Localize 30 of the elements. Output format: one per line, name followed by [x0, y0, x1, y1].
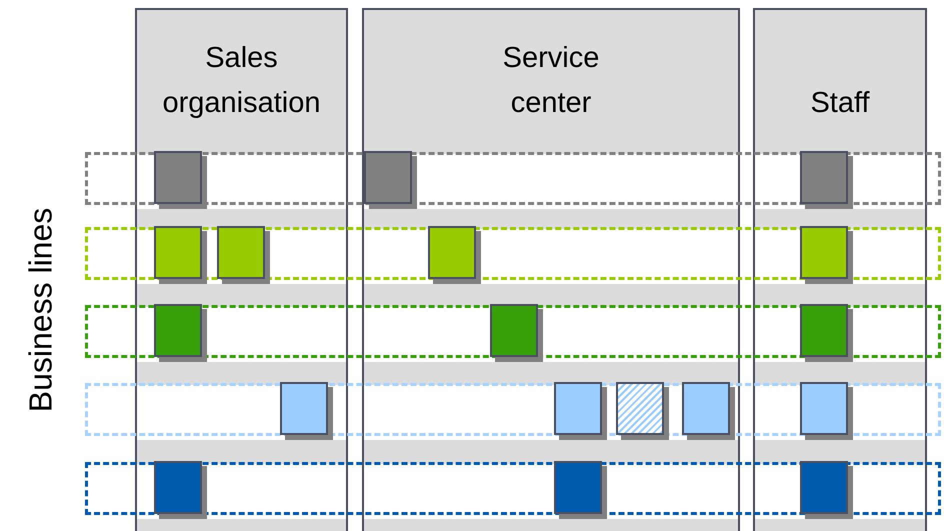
column-panel	[362, 8, 740, 531]
column-heading: Sales organisation	[162, 41, 322, 122]
square-tile	[800, 304, 853, 362]
dashed-band	[85, 462, 941, 515]
square-tile	[800, 226, 853, 284]
square-tile	[217, 226, 270, 284]
square-tile	[154, 226, 207, 284]
square-tile	[428, 226, 481, 284]
dashed-band	[85, 383, 941, 436]
square-tile	[800, 461, 853, 519]
square-tile	[364, 151, 417, 209]
square-tile	[154, 151, 207, 209]
column-panel	[753, 8, 927, 531]
square-tile	[554, 382, 607, 440]
dashed-band	[85, 152, 941, 205]
square-tile	[800, 382, 853, 440]
square-tile	[154, 461, 207, 519]
square-tile	[154, 304, 207, 362]
column-heading: Service center	[502, 41, 600, 122]
dashed-band	[85, 305, 941, 358]
axis-title: Business lines	[21, 208, 59, 412]
square-tile	[682, 382, 735, 440]
square-tile	[800, 151, 853, 209]
column-heading: Staff	[810, 86, 870, 122]
square-tile	[280, 382, 333, 440]
square-tile	[490, 304, 543, 362]
dashed-band	[85, 227, 941, 280]
column-panel	[135, 8, 348, 531]
square-tile	[554, 461, 607, 519]
square-tile	[616, 382, 669, 440]
